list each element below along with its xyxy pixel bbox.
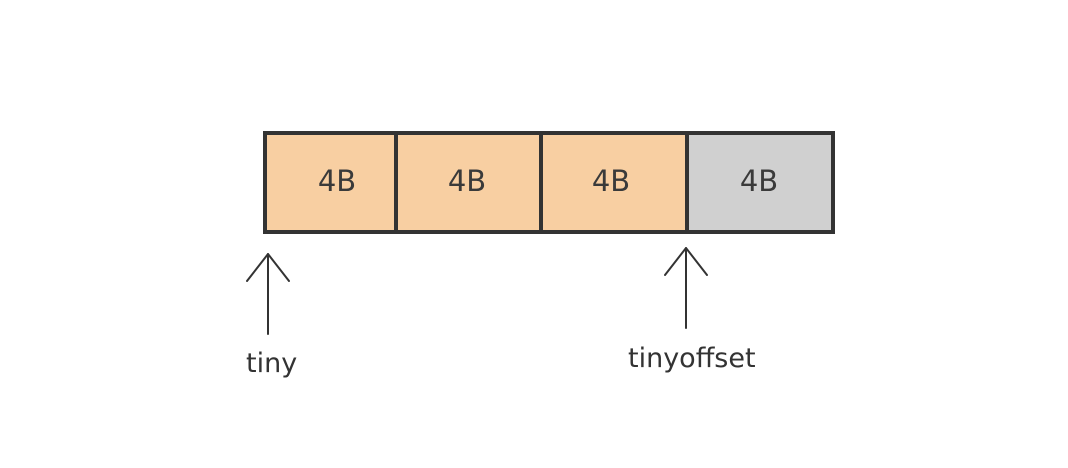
memory-cell-2-box <box>394 131 543 234</box>
memory-cell-1: 4B <box>263 131 398 234</box>
memory-cell-2-label: 4B <box>448 164 486 198</box>
memory-cell-3: 4B <box>539 131 689 234</box>
up-arrow-icon <box>664 247 708 329</box>
up-arrow-icon <box>246 253 290 335</box>
memory-cell-1-box <box>263 131 398 234</box>
memory-cell-2: 4B <box>394 131 543 234</box>
memory-cell-1-label: 4B <box>318 164 356 198</box>
pointer-tinyoffset-label: tinyoffset <box>628 343 756 374</box>
pointer-tinyoffset: tinyoffset <box>628 247 756 374</box>
pointer-tiny-label: tiny <box>246 348 297 379</box>
memory-cell-4-label: 4B <box>740 164 778 198</box>
pointer-tiny: tiny <box>246 253 297 379</box>
memory-cell-4: 4B <box>685 131 835 234</box>
memory-cell-4-box <box>685 131 835 234</box>
memory-cell-3-label: 4B <box>592 164 630 198</box>
memory-cell-3-box <box>539 131 689 234</box>
memory-block: 4B 4B 4B 4B <box>263 131 835 234</box>
